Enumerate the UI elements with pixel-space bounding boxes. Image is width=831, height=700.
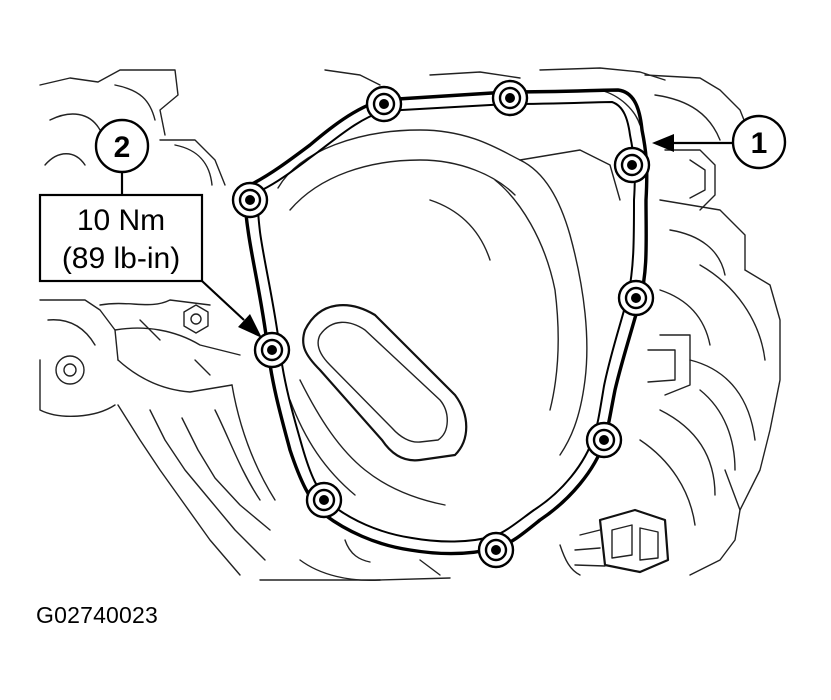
bolt bbox=[305, 481, 343, 519]
leader-arrow-icon bbox=[652, 134, 674, 152]
bolt bbox=[365, 85, 403, 123]
callout-2-number: 2 bbox=[114, 131, 131, 164]
figure-id: G02740023 bbox=[36, 602, 159, 628]
bolt bbox=[617, 279, 655, 317]
callout-1: 1 bbox=[652, 114, 787, 170]
bolt bbox=[477, 531, 515, 569]
torque-imperial: (89 lb-in) bbox=[62, 242, 180, 275]
bolt bbox=[231, 181, 269, 219]
torque-metric: 10 Nm bbox=[77, 204, 165, 237]
callout-2: 2 10 Nm (89 lb-in) bbox=[38, 118, 262, 338]
torque-spec-box bbox=[38, 193, 204, 283]
cover-bolts bbox=[231, 79, 655, 569]
bolt bbox=[253, 331, 291, 369]
bolt bbox=[491, 79, 529, 117]
callout-1-number: 1 bbox=[751, 127, 768, 160]
bolt bbox=[585, 421, 623, 459]
bolt bbox=[613, 146, 651, 184]
engine-background-lines bbox=[39, 67, 781, 582]
leader-arrow-icon bbox=[238, 314, 262, 338]
